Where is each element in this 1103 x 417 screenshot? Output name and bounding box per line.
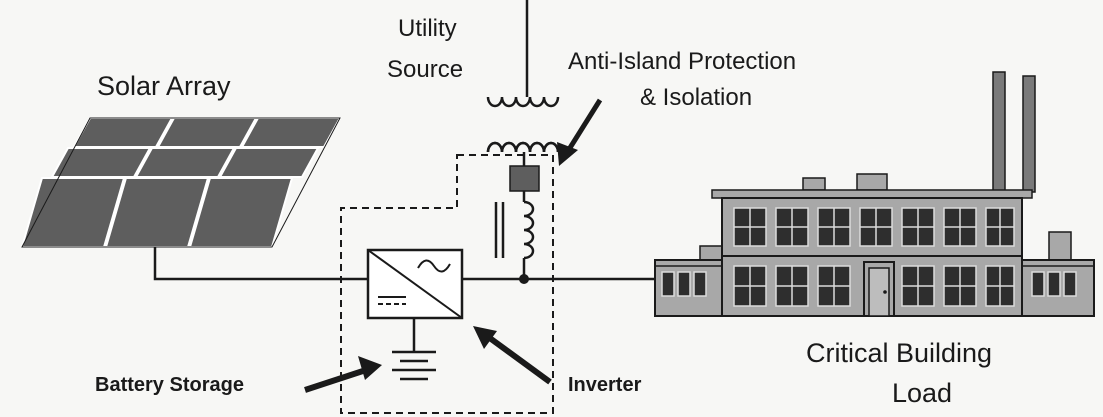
anti-island-label-line1: Anti-Island Protection	[568, 48, 796, 75]
inverter-arrow	[473, 326, 552, 385]
smokestack-right	[1022, 75, 1036, 193]
bus-junction-dot	[519, 274, 529, 284]
solar-array-label: Solar Array	[97, 71, 231, 101]
critical-load-label-line1: Critical Building	[806, 338, 992, 368]
battery-arrow	[304, 356, 382, 393]
smokestack-left	[992, 71, 1006, 193]
inductor-filter-icon	[494, 200, 535, 260]
utility-source-label-line1: Utility	[398, 15, 457, 42]
utility-source-label-line2: Source	[387, 56, 463, 83]
battery-storage-label: Battery Storage	[95, 374, 244, 396]
solar-panel-row-back	[72, 117, 342, 148]
solar-panel-row-middle	[50, 147, 320, 178]
anti-island-label-line2: & Isolation	[640, 84, 752, 111]
inverter-label: Inverter	[568, 374, 642, 396]
isolation-switch-icon	[509, 165, 540, 192]
protection-boundary-dashed	[340, 154, 554, 414]
solar-panel-row-front	[20, 177, 294, 248]
inverter-icon	[366, 248, 464, 320]
critical-load-label-line2: Load	[892, 378, 952, 408]
solar-to-inverter-wire	[153, 247, 368, 281]
utility-transformer-icon	[486, 95, 560, 153]
factory-building	[654, 71, 1095, 317]
anti-island-arrow	[557, 98, 603, 166]
solar-array	[20, 117, 342, 248]
battery-icon	[392, 350, 436, 381]
callout-arrows	[304, 98, 603, 393]
